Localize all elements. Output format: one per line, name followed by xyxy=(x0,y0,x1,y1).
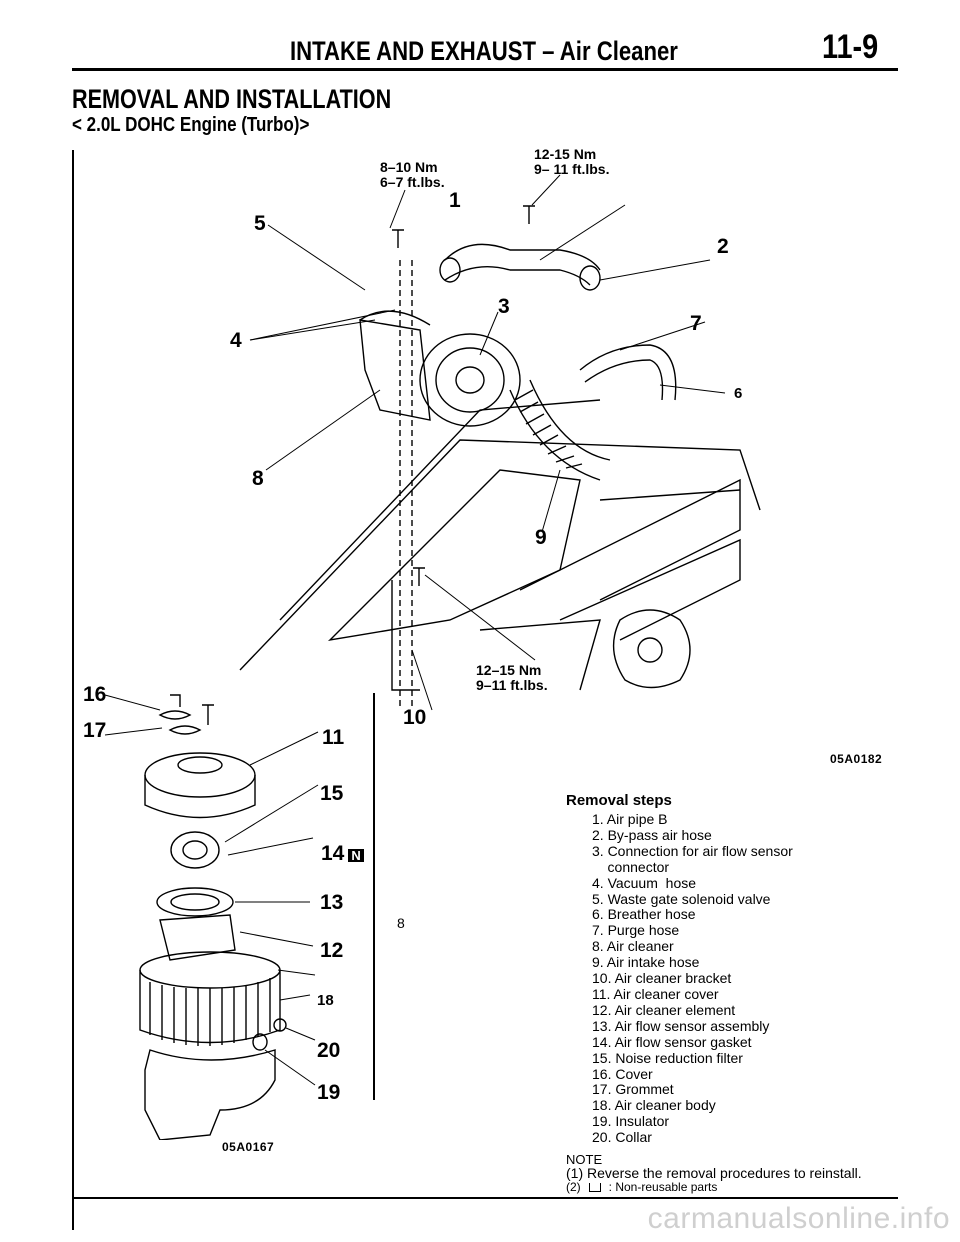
list-item: 11. Air cleaner cover xyxy=(592,985,719,1002)
page-number: 11-9 xyxy=(822,28,879,66)
section-subtitle: < 2.0L DOHC Engine (Turbo)> xyxy=(72,114,310,136)
side-number: 8 xyxy=(397,915,405,931)
list-item: 2. By-pass air hose xyxy=(592,826,712,843)
callout-3: 3 xyxy=(498,295,510,318)
callout-8: 8 xyxy=(252,467,264,490)
header-rule xyxy=(72,68,898,71)
callout-6: 6 xyxy=(734,385,743,402)
figure1-code: 05A0182 xyxy=(830,752,883,766)
callout-12: 12 xyxy=(320,939,344,962)
note-line-2: (2) : Non-reusable parts xyxy=(566,1180,717,1194)
list-item: 13. Air flow sensor assembly xyxy=(592,1017,770,1034)
callout-5: 5 xyxy=(254,212,266,235)
callout-10: 10 xyxy=(403,706,427,729)
torque-c-nm: 12–15 Nm xyxy=(476,662,542,678)
section-title: REMOVAL AND INSTALLATION xyxy=(72,84,392,114)
list-item: 6. Breather hose xyxy=(592,906,696,923)
list-item: 14. Air flow sensor gasket xyxy=(592,1033,752,1050)
note-line-2-text: : Non-reusable parts xyxy=(608,1180,718,1194)
figure2-code: 05A0167 xyxy=(222,1140,275,1154)
callout-16: 16 xyxy=(83,683,107,706)
list-item: 4. Vacuum hose xyxy=(592,874,697,891)
callout-15: 15 xyxy=(320,782,344,805)
list-item: 10. Air cleaner bracket xyxy=(592,970,732,987)
callout-4: 4 xyxy=(230,329,242,352)
callout-17: 17 xyxy=(83,719,107,742)
torque-a-ft: 6–7 ft.lbs. xyxy=(380,174,445,190)
left-margin-rule xyxy=(72,150,74,1230)
figure-divider-rule xyxy=(373,693,375,1100)
torque-c-ft: 9–11 ft.lbs. xyxy=(476,677,548,693)
callout-9: 9 xyxy=(535,526,547,549)
non-reusable-box-icon xyxy=(588,1183,601,1193)
engine-bay-illustration xyxy=(239,174,761,711)
list-item: 7. Purge hose xyxy=(592,922,680,939)
callout-19: 19 xyxy=(317,1081,341,1104)
list-item: 3. Connection for air flow sensor xyxy=(592,842,793,859)
list-item: 15. Noise reduction filter xyxy=(592,1049,743,1066)
callout-20: 20 xyxy=(317,1039,341,1062)
list-item: 20. Collar xyxy=(592,1129,652,1146)
list-item: connector xyxy=(592,858,670,875)
air-cleaner-exploded-view xyxy=(104,694,319,1140)
callout-18: 18 xyxy=(317,992,334,1009)
note-line-2-prefix: (2) xyxy=(566,1180,581,1194)
non-reusable-marker: N xyxy=(348,849,364,862)
torque-a-nm: 8–10 Nm xyxy=(380,159,438,175)
callout-7: 7 xyxy=(690,312,702,335)
callout-13: 13 xyxy=(320,891,344,914)
list-item: 16. Cover xyxy=(592,1065,653,1082)
callout-1: 1 xyxy=(449,189,461,212)
list-item: 12. Air cleaner element xyxy=(592,1001,736,1018)
list-item: 19. Insulator xyxy=(592,1113,670,1130)
removal-steps-heading: Removal steps xyxy=(566,792,672,809)
torque-b-ft: 9– 11 ft.lbs. xyxy=(534,161,610,177)
list-item: 9. Air intake hose xyxy=(592,954,700,971)
list-item: 18. Air cleaner body xyxy=(592,1097,716,1114)
page-header-title: INTAKE AND EXHAUST – Air Cleaner xyxy=(290,36,678,66)
removal-steps-list: 1. Air pipe B 2. By-pass air hose 3. Con… xyxy=(592,811,892,1146)
list-item: 17. Grommet xyxy=(592,1081,674,1098)
list-item: 5. Waste gate solenoid valve xyxy=(592,890,771,907)
note-heading: NOTE xyxy=(566,1152,603,1167)
callout-11: 11 xyxy=(322,726,345,749)
note-line-1: (1) Reverse the removal procedures to re… xyxy=(566,1165,862,1181)
list-item: 1. Air pipe B xyxy=(592,811,668,827)
callout-2: 2 xyxy=(717,235,729,258)
torque-b-nm: 12-15 Nm xyxy=(534,146,597,162)
watermark: carmanualsonline.info xyxy=(647,1202,950,1235)
footer-rule xyxy=(72,1197,898,1199)
list-item: 8. Air cleaner xyxy=(592,938,674,955)
